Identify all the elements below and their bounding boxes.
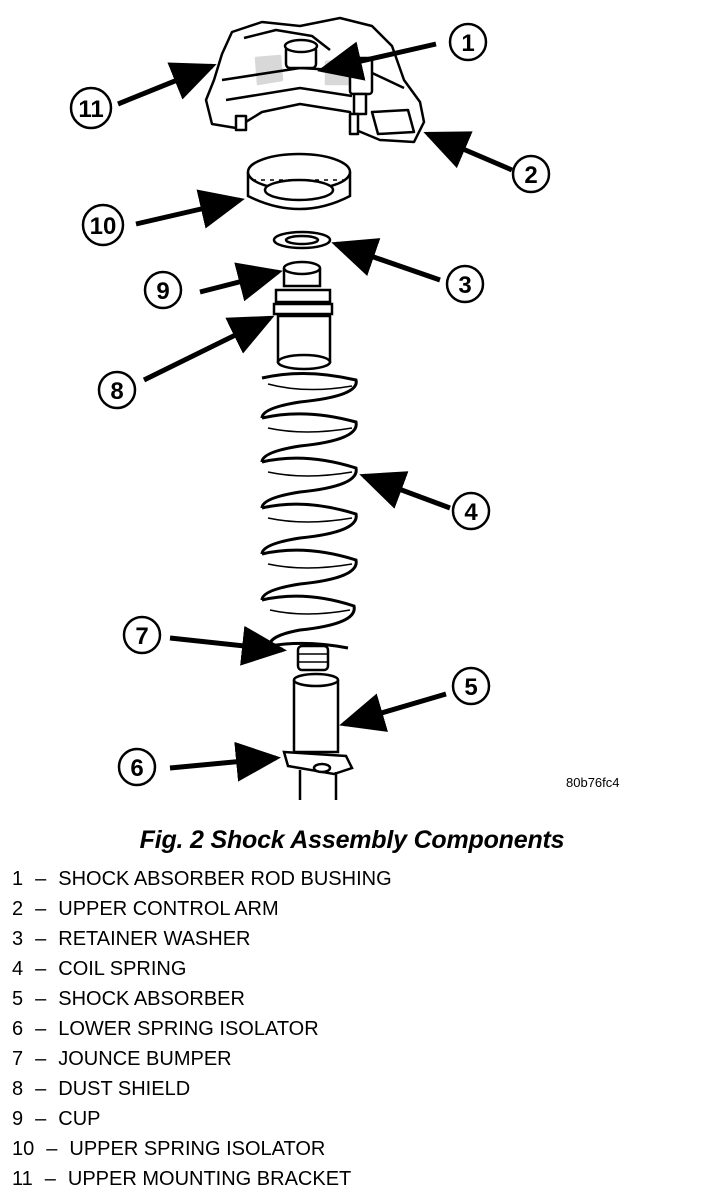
legend-dash: – — [46, 1138, 58, 1160]
legend-dash: – — [44, 1168, 56, 1190]
dust-shield-drawing — [272, 260, 334, 371]
callout-5: 5 — [451, 666, 491, 706]
callout-6: 6 — [117, 747, 157, 787]
legend-dash: – — [35, 1018, 47, 1040]
svg-text:6: 6 — [130, 755, 143, 782]
legend-label: SHOCK ABSORBER — [58, 988, 245, 1010]
svg-text:10: 10 — [90, 213, 117, 240]
legend-label: UPPER MOUNTING BRACKET — [67, 1168, 352, 1190]
callout-10: 10 — [81, 203, 125, 247]
legend-item: 8–DUST SHIELD — [12, 1074, 692, 1104]
callout-1: 1 — [448, 22, 488, 62]
callout-9: 9 — [143, 270, 183, 310]
callout-11: 11 — [69, 86, 113, 130]
legend-dash: – — [35, 1048, 47, 1070]
legend-number: 4 — [12, 958, 24, 980]
legend-item: 10–UPPER SPRING ISOLATOR — [12, 1134, 692, 1164]
figure-code: 80b76fc4 — [566, 775, 620, 790]
callout-7: 7 — [122, 615, 162, 655]
callout-8: 8 — [97, 370, 137, 410]
legend-label: RETAINER WASHER — [58, 928, 251, 950]
svg-text:5: 5 — [464, 674, 477, 701]
legend-dash: – — [35, 958, 47, 980]
legend-label: COIL SPRING — [58, 958, 187, 980]
legend-number: 6 — [12, 1018, 24, 1040]
upper-spring-isolator-drawing — [246, 152, 352, 211]
svg-text:1: 1 — [461, 30, 474, 57]
retainer-washer-drawing — [272, 230, 332, 250]
svg-text:3: 3 — [458, 272, 471, 299]
legend-item: 2–UPPER CONTROL ARM — [12, 894, 692, 924]
legend-number: 7 — [12, 1048, 24, 1070]
shock-assembly-diagram: 1 2 3 4 5 6 7 8 9 10 11 — [69, 16, 551, 800]
legend-number: 3 — [12, 928, 24, 950]
legend-number: 5 — [12, 988, 24, 1010]
coil-spring-drawing — [260, 372, 358, 650]
svg-text:7: 7 — [135, 623, 148, 650]
legend-label: SHOCK ABSORBER ROD BUSHING — [58, 868, 392, 890]
legend-number: 1 — [12, 868, 24, 890]
legend-dash: – — [35, 1078, 47, 1100]
legend-dash: – — [35, 988, 47, 1010]
legend-item: 6–LOWER SPRING ISOLATOR — [12, 1014, 692, 1044]
legend-number: 2 — [12, 898, 24, 920]
upper-bracket-drawing — [204, 16, 426, 144]
legend-item: 11–UPPER MOUNTING BRACKET — [12, 1164, 692, 1194]
legend-item: 1–SHOCK ABSORBER ROD BUSHING — [12, 864, 692, 894]
legend-item: 3–RETAINER WASHER — [12, 924, 692, 954]
legend-dash: – — [35, 1108, 47, 1130]
callout-4: 4 — [451, 491, 491, 531]
leader-arrows — [117, 41, 513, 782]
svg-text:9: 9 — [156, 278, 169, 305]
legend-number: 8 — [12, 1078, 24, 1100]
legend-item: 9–CUP — [12, 1104, 692, 1134]
svg-text:8: 8 — [110, 378, 123, 405]
legend-dash: – — [35, 868, 47, 890]
legend-label: UPPER SPRING ISOLATOR — [69, 1138, 326, 1160]
legend-number: 9 — [12, 1108, 24, 1130]
legend-number: 10 — [12, 1138, 35, 1160]
legend-label: LOWER SPRING ISOLATOR — [58, 1018, 319, 1040]
legend-item: 4–COIL SPRING — [12, 954, 692, 984]
svg-text:2: 2 — [524, 162, 537, 189]
legend-dash: – — [35, 898, 47, 920]
figure-caption: Fig. 2 Shock Assembly Components — [139, 826, 565, 854]
legend-item: 7–JOUNCE BUMPER — [12, 1044, 692, 1074]
legend-item: 5–SHOCK ABSORBER — [12, 984, 692, 1014]
svg-text:4: 4 — [464, 499, 478, 526]
svg-text:11: 11 — [78, 96, 103, 123]
legend-label: CUP — [58, 1108, 101, 1130]
callout-2: 2 — [511, 154, 551, 194]
legend-label: UPPER CONTROL ARM — [58, 898, 279, 920]
legend-number: 11 — [12, 1168, 33, 1190]
legend-dash: – — [35, 928, 47, 950]
jounce-bumper-drawing — [296, 644, 330, 672]
component-legend: 1–SHOCK ABSORBER ROD BUSHING 2–UPPER CON… — [12, 864, 692, 1194]
legend-label: DUST SHIELD — [58, 1078, 191, 1100]
shock-absorber-drawing — [282, 672, 354, 800]
callout-3: 3 — [445, 264, 485, 304]
legend-label: JOUNCE BUMPER — [58, 1048, 232, 1070]
